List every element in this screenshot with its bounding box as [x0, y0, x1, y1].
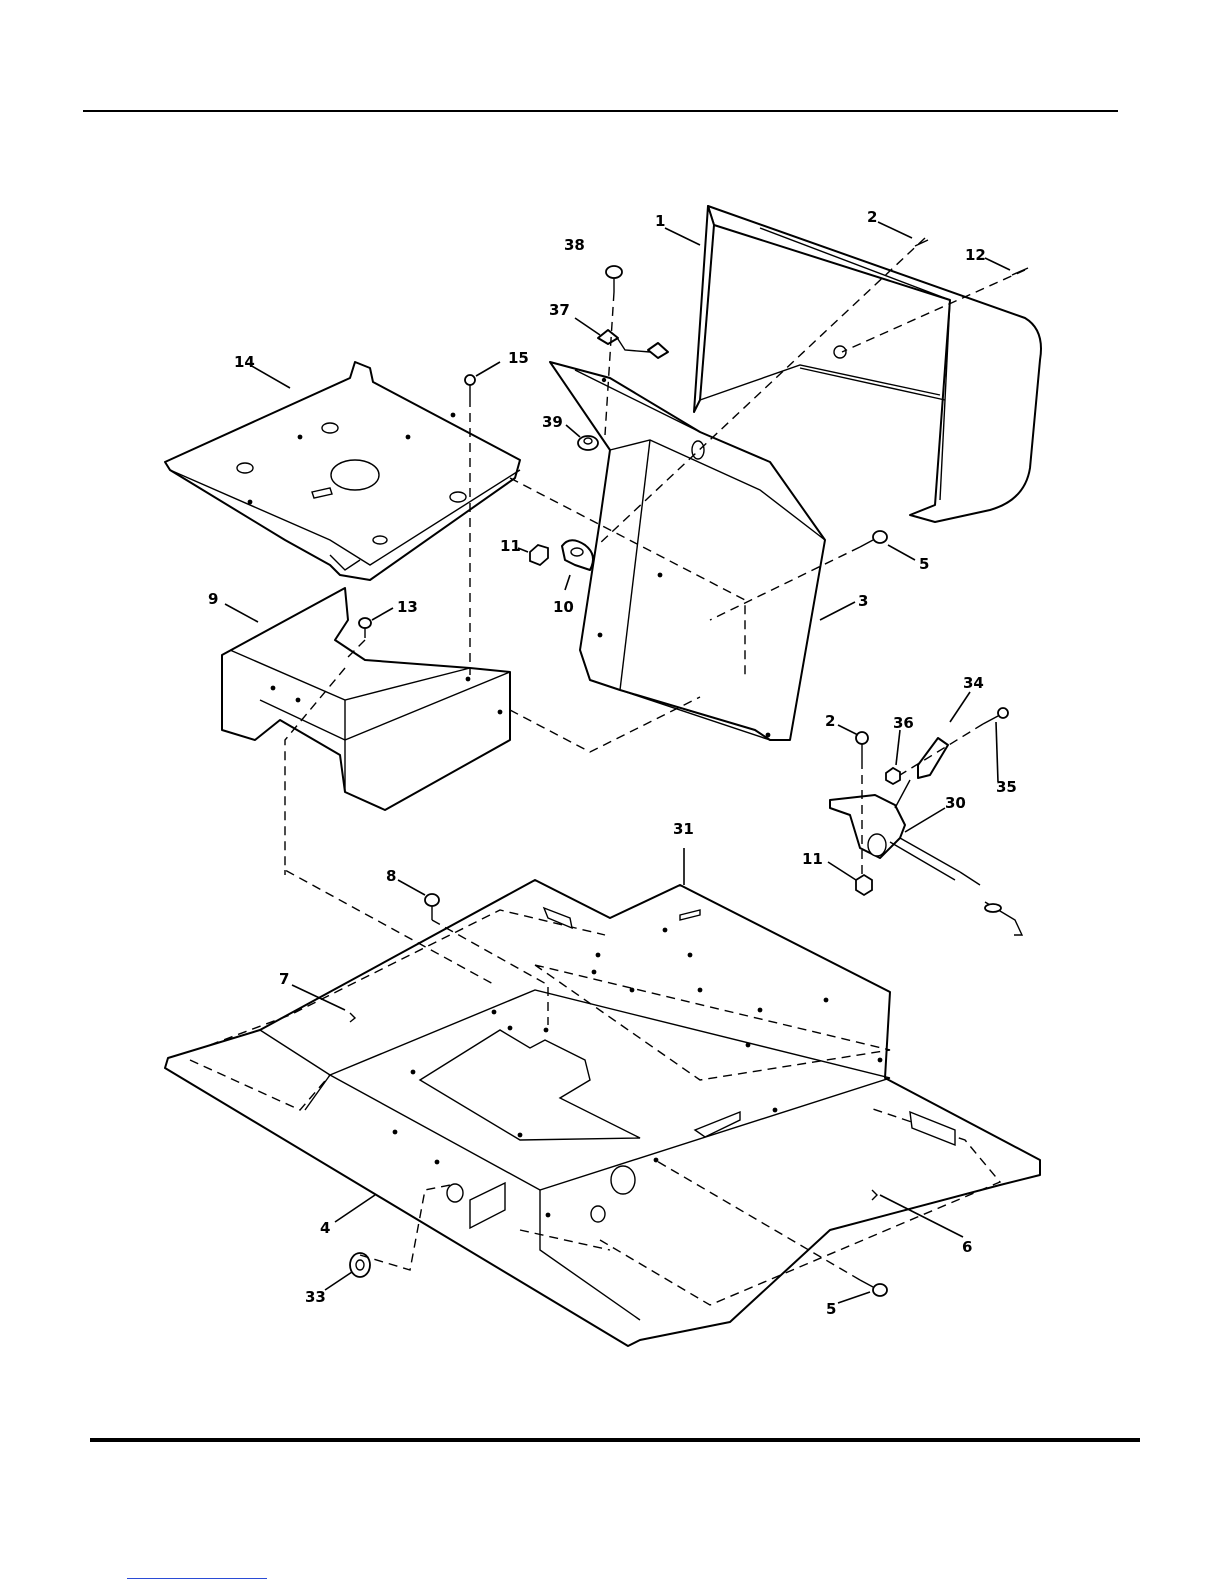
callout-3: 3	[858, 592, 868, 610]
callout-36: 36	[893, 714, 914, 732]
callout-12: 12	[965, 246, 986, 264]
callout-39: 39	[542, 413, 563, 431]
callout-4: 4	[320, 1219, 330, 1237]
callout-38: 38	[564, 236, 585, 254]
callout-1: 1	[655, 212, 665, 230]
part-4-frame	[165, 880, 1040, 1346]
callout-2-lower: 2	[825, 712, 835, 730]
callout-10: 10	[553, 598, 574, 616]
callout-5-upper: 5	[919, 555, 929, 573]
footer-link-underline	[127, 1578, 267, 1579]
callout-34: 34	[963, 674, 984, 692]
callout-30: 30	[945, 794, 966, 812]
callout-35: 35	[996, 778, 1017, 796]
throttle-assembly	[830, 708, 1022, 935]
callout-14: 14	[234, 353, 255, 371]
callout-15: 15	[508, 349, 529, 367]
callout-33: 33	[305, 1288, 326, 1306]
callout-6: 6	[962, 1238, 972, 1256]
callout-11-upper: 11	[500, 537, 521, 555]
callout-11-lower: 11	[802, 850, 823, 868]
callout-13: 13	[397, 598, 418, 616]
footer-rule	[90, 1438, 1140, 1442]
callout-2-upper: 2	[867, 208, 877, 226]
callout-8: 8	[386, 867, 396, 885]
callout-7: 7	[279, 970, 289, 988]
callout-37: 37	[549, 301, 570, 319]
callout-31: 31	[673, 820, 694, 838]
callout-5-lower: 5	[826, 1300, 836, 1318]
callout-9: 9	[208, 590, 218, 608]
part-14-seat-plate	[165, 362, 520, 580]
